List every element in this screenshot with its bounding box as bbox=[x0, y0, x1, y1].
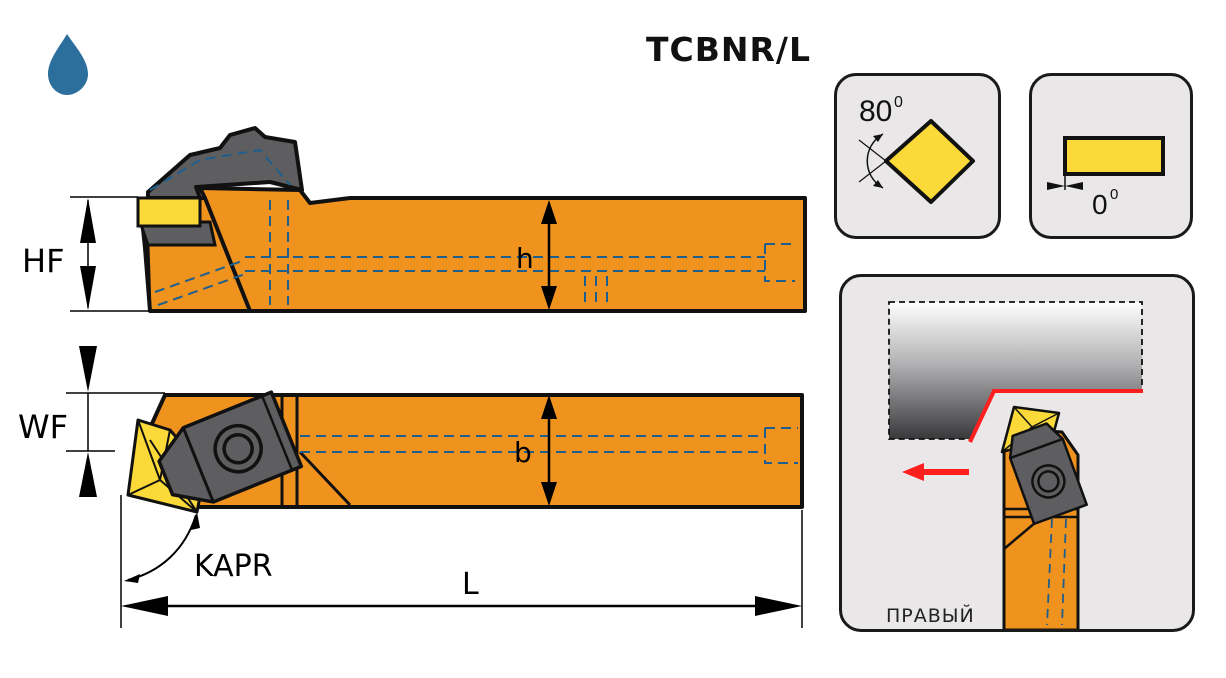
insert-profile-icon bbox=[1063, 136, 1165, 176]
dim-hf-label: HF bbox=[22, 242, 64, 280]
workpiece bbox=[888, 301, 1143, 440]
clearance-angle-degree: 0 bbox=[1110, 186, 1118, 203]
water-drop-icon bbox=[48, 34, 88, 95]
insert-angle-label: 80 bbox=[859, 95, 892, 128]
side-view: h bbox=[136, 126, 807, 313]
side-shank bbox=[138, 186, 807, 313]
top-view: b bbox=[126, 390, 804, 514]
side-insert bbox=[136, 196, 202, 228]
dim-kapr-label: KAPR bbox=[194, 549, 273, 584]
dim-l-label: L bbox=[462, 567, 479, 602]
feed-direction-arrow-icon bbox=[902, 463, 924, 481]
insert-shape-panel: 80 0 bbox=[834, 73, 1001, 239]
clearance-angle-label: 0 bbox=[1092, 189, 1108, 220]
mini-tool-holder bbox=[1000, 405, 1088, 629]
dim-b-label: b bbox=[514, 436, 532, 469]
insert-angle-degree: 0 bbox=[894, 94, 903, 111]
top-clamp bbox=[157, 390, 304, 504]
hand-label: ПРАВЫЙ bbox=[886, 604, 975, 627]
product-title: TCBNR/L bbox=[646, 30, 811, 69]
dim-wf-label: WF bbox=[18, 408, 68, 446]
cut-path bbox=[968, 389, 1143, 443]
hf-dimension: HF bbox=[22, 196, 150, 312]
dim-h-label: h bbox=[516, 242, 534, 275]
rhombic-insert-icon bbox=[884, 119, 975, 204]
application-panel: ПРАВЫЙ bbox=[839, 274, 1195, 632]
kapr-dimension: KAPR bbox=[124, 512, 273, 584]
clearance-angle-panel: 0 0 bbox=[1029, 73, 1193, 239]
l-dimension: L bbox=[120, 495, 803, 628]
wf-dimension: WF bbox=[18, 346, 165, 497]
